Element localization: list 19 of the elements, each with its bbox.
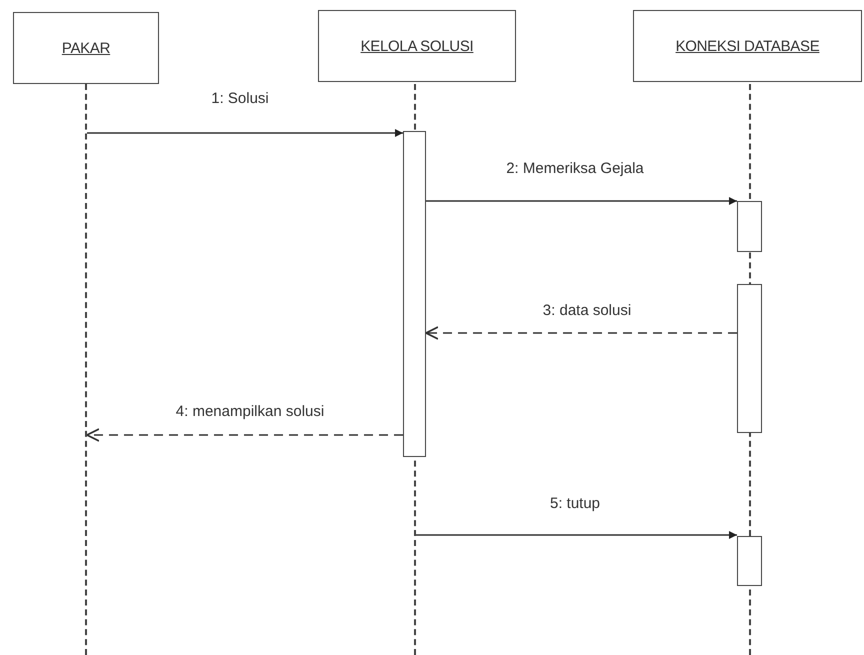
lifeline-title: KELOLA SOLUSI — [360, 38, 474, 54]
lifeline — [85, 84, 87, 655]
activation-bar — [737, 284, 762, 433]
message-arrow — [416, 531, 737, 539]
lifeline-title: KONEKSI DATABASE — [676, 38, 820, 54]
message-label: 5: tutup — [548, 495, 602, 512]
activation-bar — [737, 201, 762, 252]
message-label: 2: Memeriksa Gejala — [504, 160, 646, 177]
message-arrow — [87, 129, 403, 137]
message-label: 4: menampilkan solusi — [174, 403, 326, 420]
activation-bar — [403, 131, 426, 457]
message-arrow — [426, 197, 737, 205]
lifeline-title: PAKAR — [62, 40, 110, 56]
activation-bar — [737, 536, 762, 586]
lifeline-header-box — [633, 10, 862, 82]
message-arrow — [425, 326, 737, 340]
lifeline-header-box — [318, 10, 516, 82]
lifeline-header-box — [13, 12, 159, 84]
message-arrow — [86, 428, 403, 442]
